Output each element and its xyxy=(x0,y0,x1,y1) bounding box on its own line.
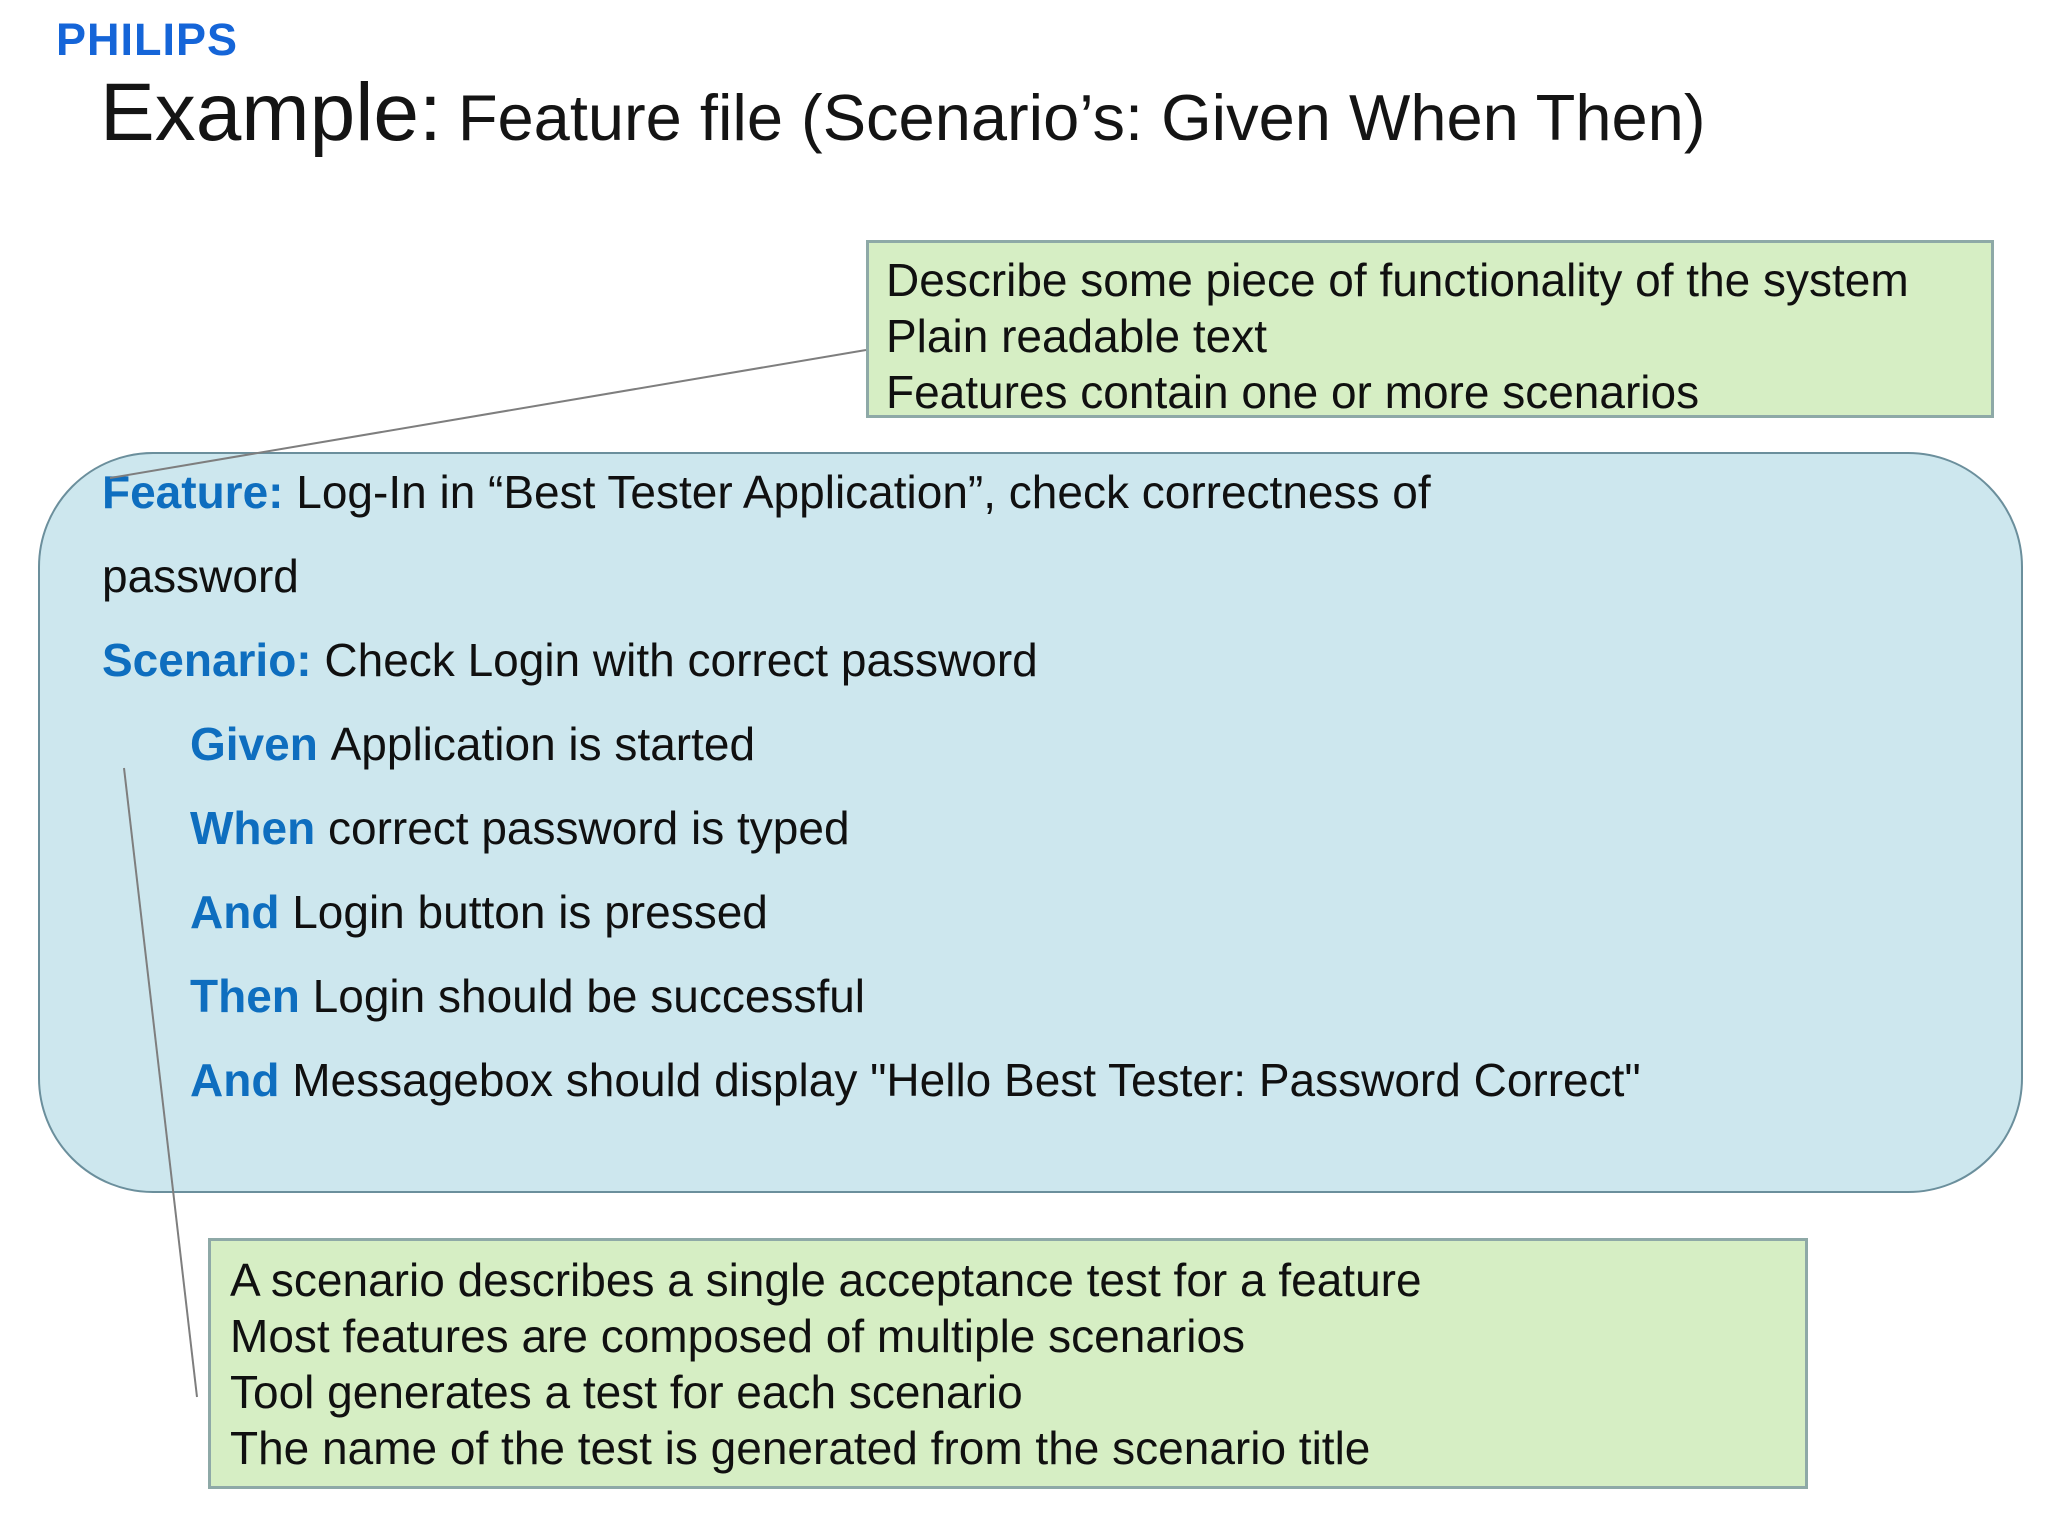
title-subtitle: Feature file (Scenario’s: Given When The… xyxy=(457,81,1706,154)
gherkin-keyword: Given xyxy=(190,718,331,770)
philips-logo: PHILIPS xyxy=(56,14,239,65)
feature-file-line: password xyxy=(102,553,2021,599)
callout-feature-description: Describe some piece of functionality of … xyxy=(866,240,1994,418)
feature-file-line: Feature: Log-In in “Best Tester Applicat… xyxy=(102,469,2021,515)
callout-line: Most features are composed of multiple s… xyxy=(230,1310,1246,1362)
gherkin-text: Check Login with correct password xyxy=(324,634,1038,686)
feature-file-line: Then Login should be successful xyxy=(102,973,2021,1019)
gherkin-keyword: When xyxy=(190,802,328,854)
gherkin-keyword: Then xyxy=(190,970,313,1022)
feature-file-line: And Messagebox should display "Hello Bes… xyxy=(102,1057,2021,1103)
feature-file-line: Given Application is started xyxy=(102,721,2021,767)
gherkin-text: password xyxy=(102,550,299,602)
gherkin-text: Login button is pressed xyxy=(292,886,768,938)
gherkin-keyword: And xyxy=(190,886,293,938)
feature-file-line: When correct password is typed xyxy=(102,805,2021,851)
gherkin-keyword: Scenario: xyxy=(102,634,325,686)
callout-line: Describe some piece of functionality of … xyxy=(886,254,1909,306)
gherkin-keyword: And xyxy=(190,1054,293,1106)
callout-line: A scenario describes a single acceptance… xyxy=(230,1254,1422,1306)
gherkin-text: Messagebox should display "Hello Best Te… xyxy=(292,1054,1641,1106)
gherkin-keyword: Feature: xyxy=(102,466,297,518)
slide-title: Example:Feature file (Scenario’s: Given … xyxy=(100,66,1705,160)
gherkin-text: Application is started xyxy=(330,718,756,770)
callout-line: Plain readable text xyxy=(886,310,1268,362)
feature-file-line: And Login button is pressed xyxy=(102,889,2021,935)
callout-line: Features contain one or more scenarios xyxy=(886,366,1700,418)
callout-line: The name of the test is generated from t… xyxy=(230,1422,1371,1474)
gherkin-text: correct password is typed xyxy=(327,802,850,854)
gherkin-text: Login should be successful xyxy=(312,970,866,1022)
gherkin-text: Log-In in “Best Tester Application”, che… xyxy=(296,466,1431,518)
title-example-label: Example: xyxy=(100,67,442,158)
feature-file-box: Feature: Log-In in “Best Tester Applicat… xyxy=(38,452,2023,1193)
callout-line: Tool generates a test for each scenario xyxy=(230,1366,1023,1418)
callout-scenario-description: A scenario describes a single acceptance… xyxy=(208,1238,1808,1489)
feature-file-line: Scenario: Check Login with correct passw… xyxy=(102,637,2021,683)
